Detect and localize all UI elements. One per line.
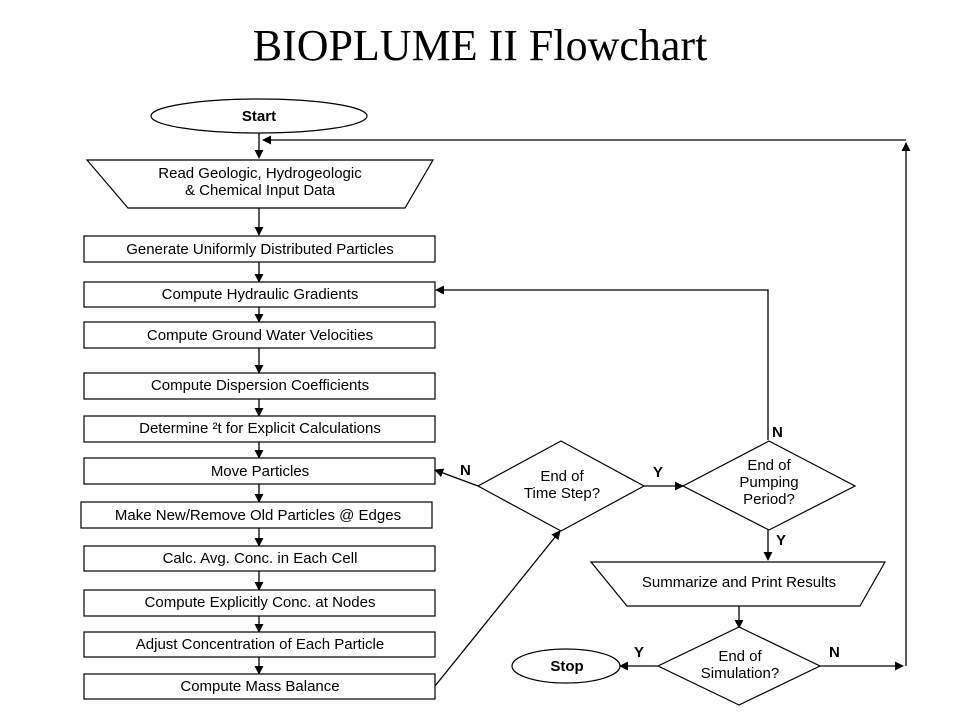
label-simulation-no: N — [829, 644, 840, 661]
node-summarize-label: Summarize and Print Results — [642, 574, 836, 591]
node-make-new-label: Make New/Remove Old Particles @ Edges — [115, 507, 401, 524]
node-mass-balance: Compute Mass Balance — [83, 673, 436, 700]
node-stop-label: Stop — [550, 658, 583, 675]
node-velocities-label: Compute Ground Water Velocities — [147, 327, 373, 344]
edge-massbalance-timestep — [434, 530, 561, 687]
decision-end-simulation: End of Simulation? — [656, 626, 822, 706]
node-generate: Generate Uniformly Distributed Particles — [83, 235, 436, 263]
node-calc-avg-label: Calc. Avg. Conc. in Each Cell — [163, 550, 358, 567]
decision-end-time-step-label-2: Time Step? — [524, 485, 600, 502]
label-pumping-no: N — [772, 424, 783, 441]
node-compute-explicit: Compute Explicitly Conc. at Nodes — [83, 589, 436, 617]
decision-end-time-step-label-1: End of — [540, 468, 584, 485]
decision-end-pumping: End of Pumping Period? — [681, 440, 857, 531]
label-time-step-no: N — [460, 462, 471, 479]
node-velocities: Compute Ground Water Velocities — [83, 321, 436, 349]
node-calc-avg: Calc. Avg. Conc. in Each Cell — [83, 545, 436, 572]
node-compute-explicit-label: Compute Explicitly Conc. at Nodes — [145, 594, 376, 611]
node-move: Move Particles — [83, 457, 436, 485]
node-dispersion-label: Compute Dispersion Coefficients — [151, 377, 369, 394]
node-determine-label: Determine ²t for Explicit Calculations — [139, 420, 381, 437]
decision-end-time-step: End of Time Step? — [476, 440, 646, 532]
edge-pumping-no — [435, 285, 769, 440]
label-simulation-yes: Y — [634, 644, 644, 661]
decision-end-pumping-label-3: Period? — [743, 491, 795, 508]
node-hydraulic: Compute Hydraulic Gradients — [83, 281, 436, 308]
node-mass-balance-label: Compute Mass Balance — [180, 678, 339, 695]
node-start: Start — [150, 98, 368, 134]
node-summarize: Summarize and Print Results — [589, 561, 887, 607]
node-generate-label: Generate Uniformly Distributed Particles — [126, 241, 394, 258]
node-make-new: Make New/Remove Old Particles @ Edges — [80, 501, 433, 529]
node-stop: Stop — [511, 648, 621, 684]
node-move-label: Move Particles — [211, 463, 309, 480]
decision-end-pumping-label-2: Pumping — [739, 474, 798, 491]
label-time-step-yes: Y — [653, 464, 663, 481]
label-pumping-yes: Y — [776, 532, 786, 549]
node-start-label: Start — [242, 108, 276, 125]
edge-timestep-no — [434, 468, 479, 487]
edges — [254, 133, 911, 687]
node-adjust: Adjust Concentration of Each Particle — [83, 631, 436, 658]
node-read-input-label-2: & Chemical Input Data — [185, 182, 336, 199]
node-read-input-label-1: Read Geologic, Hydrogeologic — [158, 165, 362, 182]
decision-end-pumping-label-1: End of — [747, 457, 791, 474]
decision-end-simulation-label-2: Simulation? — [701, 665, 779, 682]
node-read-input: Read Geologic, Hydrogeologic & Chemical … — [85, 159, 435, 209]
node-adjust-label: Adjust Concentration of Each Particle — [136, 636, 384, 653]
node-hydraulic-label: Compute Hydraulic Gradients — [162, 286, 359, 303]
page-title: BIOPLUME II Flowchart — [252, 21, 708, 70]
decision-end-simulation-label-1: End of — [718, 648, 762, 665]
node-determine: Determine ²t for Explicit Calculations — [83, 415, 436, 443]
node-dispersion: Compute Dispersion Coefficients — [83, 372, 436, 400]
